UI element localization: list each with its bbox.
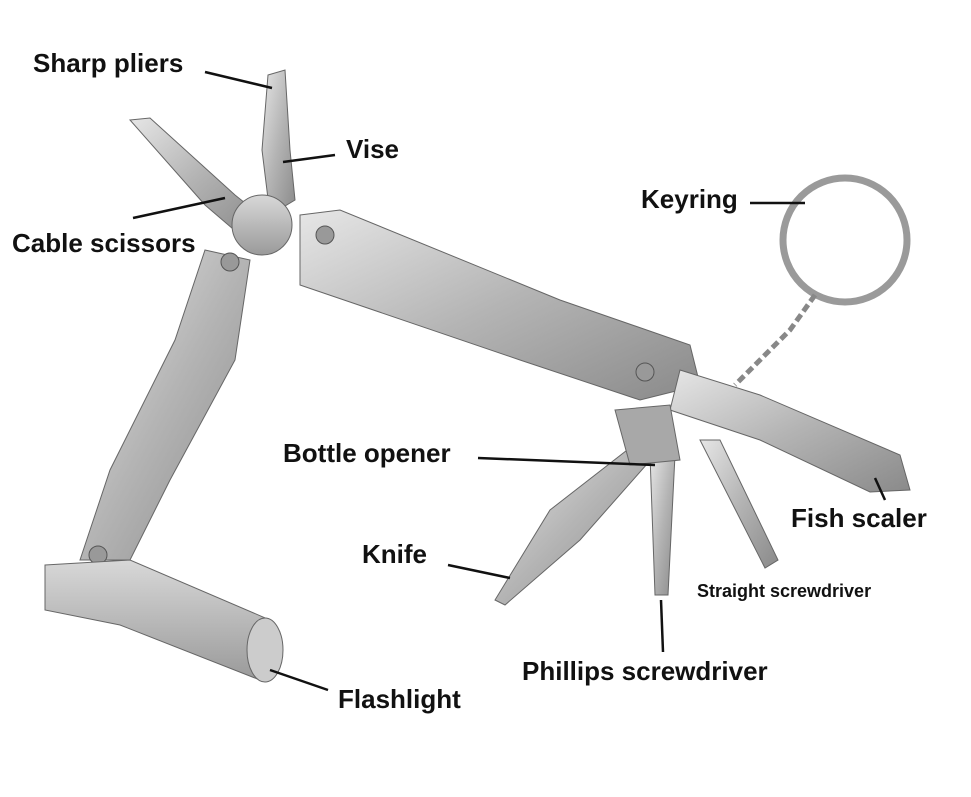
handle-left (79, 249, 251, 561)
pivot (231, 194, 293, 256)
label-knife: Knife (362, 539, 427, 569)
leader-lines (132, 70, 887, 692)
straight-screwdriver (699, 439, 779, 569)
label-vise: Vise (346, 134, 400, 164)
label-flashlight: Flashlight (338, 684, 461, 714)
fish-scaler-blade (669, 369, 911, 493)
label-sharp-pliers: Sharp pliers (33, 48, 184, 78)
label-keyring: Keyring (641, 184, 738, 214)
plier-jaw-right (261, 69, 296, 216)
label-phillips-screwdriver: Phillips screwdriver (522, 656, 768, 686)
bottle-opener (614, 404, 681, 466)
label-straight-screwdriver: Straight screwdriver (697, 581, 872, 601)
flashlight-body (44, 559, 271, 681)
phillips-screwdriver (649, 454, 676, 596)
label-cable-scissors: Cable scissors (12, 228, 196, 258)
keyring-chain (733, 293, 818, 387)
label-fish-scaler: Fish scaler (791, 503, 927, 533)
label-bottle-opener: Bottle opener (283, 438, 451, 468)
keyring-ring (779, 174, 911, 306)
